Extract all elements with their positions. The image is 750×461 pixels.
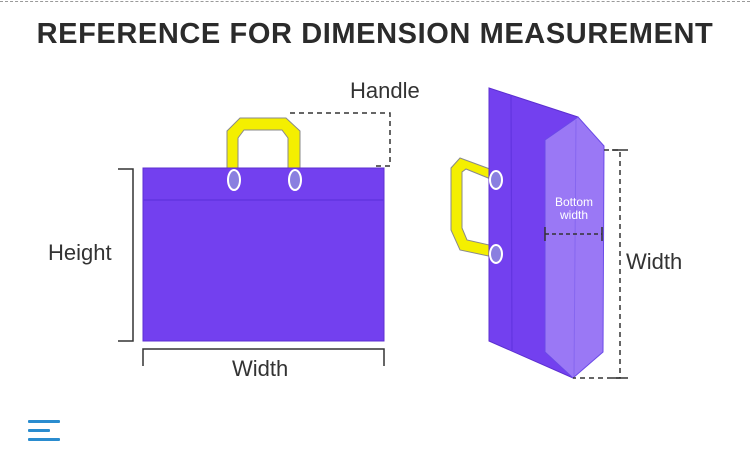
front-bag-rivet-right (288, 169, 302, 191)
front-bag-body (142, 167, 385, 342)
height-label: Height (48, 240, 112, 265)
side-bag-rivet-top (489, 170, 503, 190)
top-dashed-divider (0, 1, 750, 2)
front-bag-rivet-left (227, 169, 241, 191)
side-bag-gusset-fold (573, 119, 577, 377)
front-bag-handle (226, 117, 301, 175)
front-bag-view (118, 112, 391, 366)
side-width-label: Width (626, 249, 683, 274)
height-dimension-bracket (118, 168, 134, 342)
bottom-width-label: Bottom width (546, 196, 602, 222)
front-width-label: Width (232, 356, 289, 381)
handle-dimension-line (290, 112, 391, 167)
bottom-width-label-line2: width (559, 208, 588, 222)
side-width-dimension-line (573, 149, 621, 379)
menu-icon-bar-middle (28, 429, 50, 432)
menu-icon-bar-top (28, 420, 60, 423)
hamburger-menu-icon[interactable] (28, 418, 60, 444)
handle-label: Handle (350, 78, 420, 103)
side-bag-fold-line (510, 94, 513, 351)
side-bag-view (450, 87, 628, 379)
side-bag-rivet-bottom (489, 244, 503, 264)
front-width-dimension-bracket (142, 348, 385, 366)
bottom-width-label-line1: Bottom (554, 195, 593, 209)
page-title: REFERENCE FOR DIMENSION MEASUREMENT (36, 18, 714, 50)
menu-icon-bar-bottom (28, 438, 60, 441)
